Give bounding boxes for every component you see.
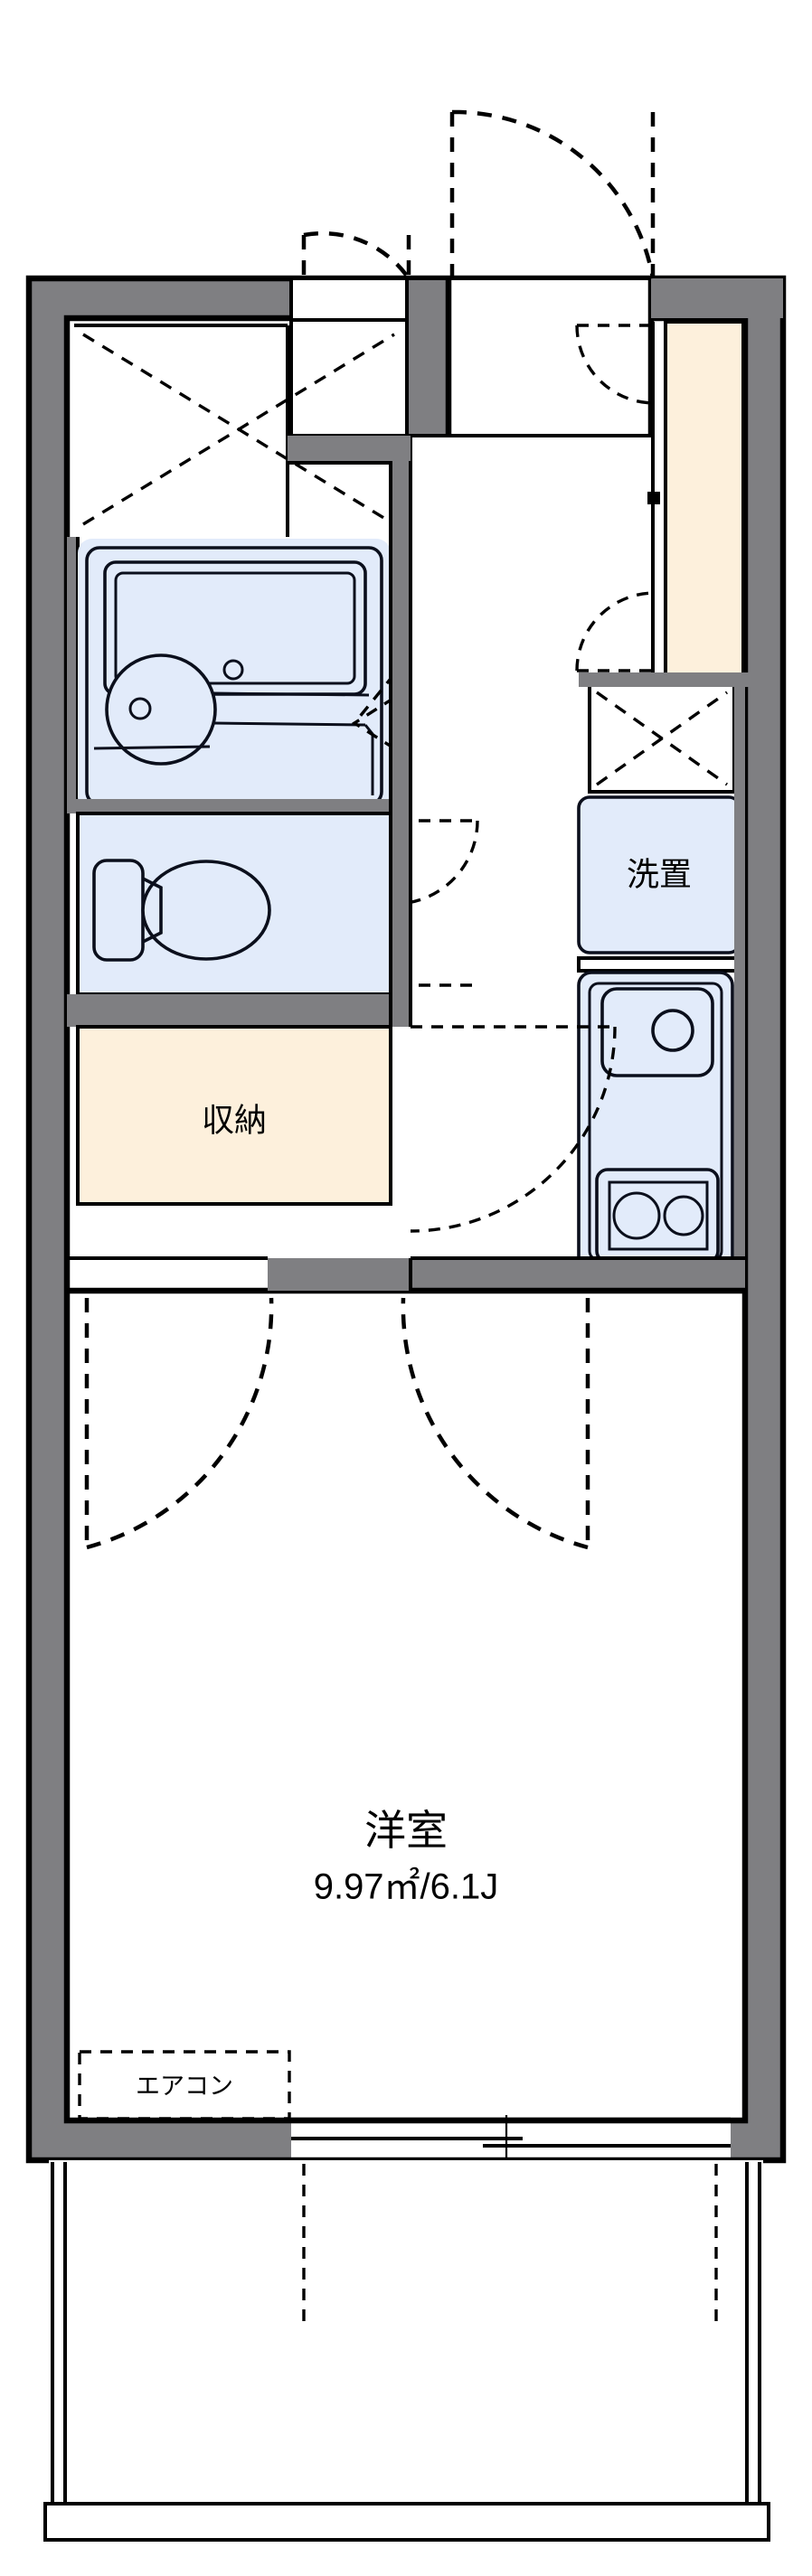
aircon-group: エアコン <box>78 2050 291 2120</box>
stove-burner-left <box>612 1191 661 1240</box>
partition-kitchen-right <box>734 672 745 1287</box>
interior-walls <box>67 436 751 1294</box>
kitchen-sink-drain <box>651 1009 694 1052</box>
unit-bath-group <box>67 497 407 813</box>
closet-group: 収納 <box>67 994 400 1206</box>
stove-fill <box>597 1170 718 1262</box>
shoe-door-arc-bottom <box>575 591 654 672</box>
stove-burner-right <box>663 1195 704 1236</box>
toilet-room-group <box>67 799 479 996</box>
bathtub-outline-inner <box>114 571 356 685</box>
aircon-box <box>78 2050 291 2120</box>
balcony-outer-rail <box>43 2502 770 2542</box>
meter-box-body <box>291 320 427 436</box>
stub-hall-corner <box>392 436 409 465</box>
main-door-right-arc <box>401 1297 589 1550</box>
toilet-connector <box>142 877 163 944</box>
washer-space-group: 洗置 <box>577 672 743 954</box>
kitchen-counter-top-band <box>577 956 745 973</box>
meter-door-arc <box>303 230 411 280</box>
partition-corridor-vertical <box>391 436 411 1027</box>
corridor-door-group <box>410 1025 617 1233</box>
vanity-basin-outline <box>105 653 217 766</box>
kitchen-sink-outline <box>600 987 714 1077</box>
balcony-fill <box>49 2160 763 2538</box>
toilet-wall-top <box>67 799 400 813</box>
vanity-counter-edge-bottom <box>212 721 366 727</box>
wall-stubs <box>392 436 412 1291</box>
closet-label: 収納 <box>202 1102 267 1139</box>
main-door-left-arc <box>86 1297 274 1550</box>
shoe-door-arc-top <box>575 324 654 405</box>
vanity-basin-fill <box>107 655 215 764</box>
vanity-counter-edge-left <box>93 745 211 750</box>
partition-kitchen-top <box>579 672 751 687</box>
overhead-storage-bath-x2 <box>82 333 395 526</box>
top-wall-openings <box>289 277 783 437</box>
shoe-cabinet-fill <box>666 322 743 674</box>
overhead-storage-kitchen-x2 <box>596 691 728 786</box>
toilet-door-arc <box>397 820 479 906</box>
washer-space-label: 洗置 <box>627 856 692 893</box>
shoe-cabinet-group <box>575 320 745 676</box>
kitchen-unit-group <box>577 956 745 1285</box>
balcony-window-group <box>291 2115 731 2167</box>
entrance-opening <box>448 278 651 436</box>
wall-top-right-segment <box>651 278 783 318</box>
vanity-counter-edge-top <box>212 691 370 697</box>
main-room-doors-group <box>84 1297 590 1550</box>
bath-wall-left <box>67 537 78 799</box>
balcony-group <box>43 2160 770 2542</box>
entry-door-swing-group <box>301 109 656 280</box>
bath-folding-door-hint <box>353 672 396 725</box>
main-room-group: 洋室 9.97㎡/6.1J <box>314 1807 499 1906</box>
overhead-storage-bath-group <box>74 324 395 537</box>
main-room-label: 洋室 <box>364 1807 448 1854</box>
partition-hall-main-left-stub <box>268 1258 411 1291</box>
bathtub-drain <box>222 659 244 681</box>
closet-wall-top <box>67 994 400 1027</box>
aircon-label: エアコン <box>136 2073 233 2100</box>
shoe-door-handle <box>647 492 660 504</box>
vanity-basin-drain <box>128 697 152 720</box>
closet-fill <box>78 1027 391 1204</box>
washer-pan-fill <box>579 797 740 953</box>
kitchen-sink-fill <box>602 989 713 1076</box>
stove-inner-frame <box>608 1180 709 1251</box>
corridor-door-arc <box>410 1026 617 1233</box>
entrance-door-arc <box>451 109 656 279</box>
toilet-bowl-outline <box>141 860 271 961</box>
toilet-tank-fill <box>94 860 143 960</box>
partition-hall-main-right <box>411 1258 745 1291</box>
meter-box-opening <box>291 278 407 320</box>
main-room-area-label: 9.97㎡/6.1J <box>314 1867 499 1907</box>
wall-jamb-between-openings <box>407 278 448 436</box>
partition-under-meterbox <box>288 436 411 463</box>
toilet-bowl-fill <box>143 861 269 959</box>
overhead-storage-bath-fill <box>74 325 288 537</box>
